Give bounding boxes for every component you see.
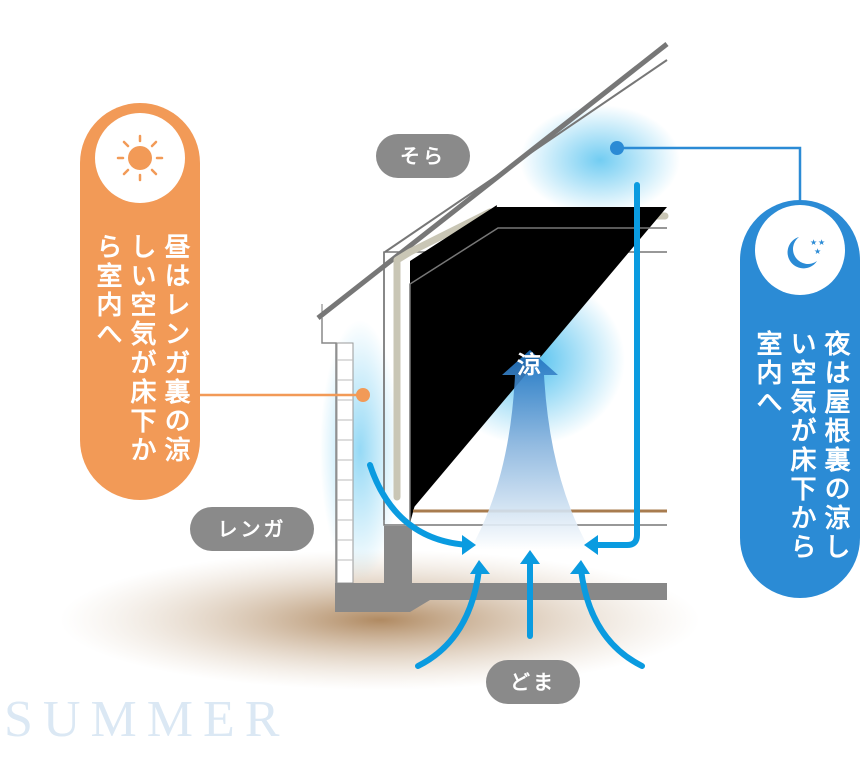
sun-icon	[95, 113, 185, 203]
day-callout-text: 昼はレンガ裏の涼しい空気が床下から室内へ	[92, 233, 190, 465]
season-title: SUMMER	[4, 691, 290, 748]
attic-glow	[520, 105, 680, 215]
soil	[60, 550, 700, 690]
rising-air-arrow	[470, 350, 590, 550]
cool-label: 涼	[517, 351, 541, 379]
svg-text:★: ★	[818, 238, 825, 247]
foundation	[384, 526, 412, 584]
moon-stars-icon: ★★★	[755, 205, 845, 295]
night-callout: ★★★ 夜は屋根裏の涼しい空気が床下から室内へ	[740, 200, 860, 598]
night-callout-text: 夜は屋根裏の涼しい空気が床下から室内へ	[752, 330, 850, 562]
svg-text:★: ★	[814, 247, 821, 256]
brick-air-arrow	[367, 462, 471, 548]
ground-arrow-left	[415, 567, 482, 669]
renga-label: レンガ	[190, 507, 314, 551]
ground-arrow-right	[578, 567, 645, 669]
doma-label: どま	[486, 660, 580, 704]
day-callout: 昼はレンガ裏の涼しい空気が床下から室内へ	[80, 103, 200, 500]
brick-wall	[336, 342, 354, 584]
svg-text:★: ★	[810, 238, 817, 247]
attic-duct-arrow	[589, 182, 640, 548]
sora-label: そら	[376, 134, 470, 178]
